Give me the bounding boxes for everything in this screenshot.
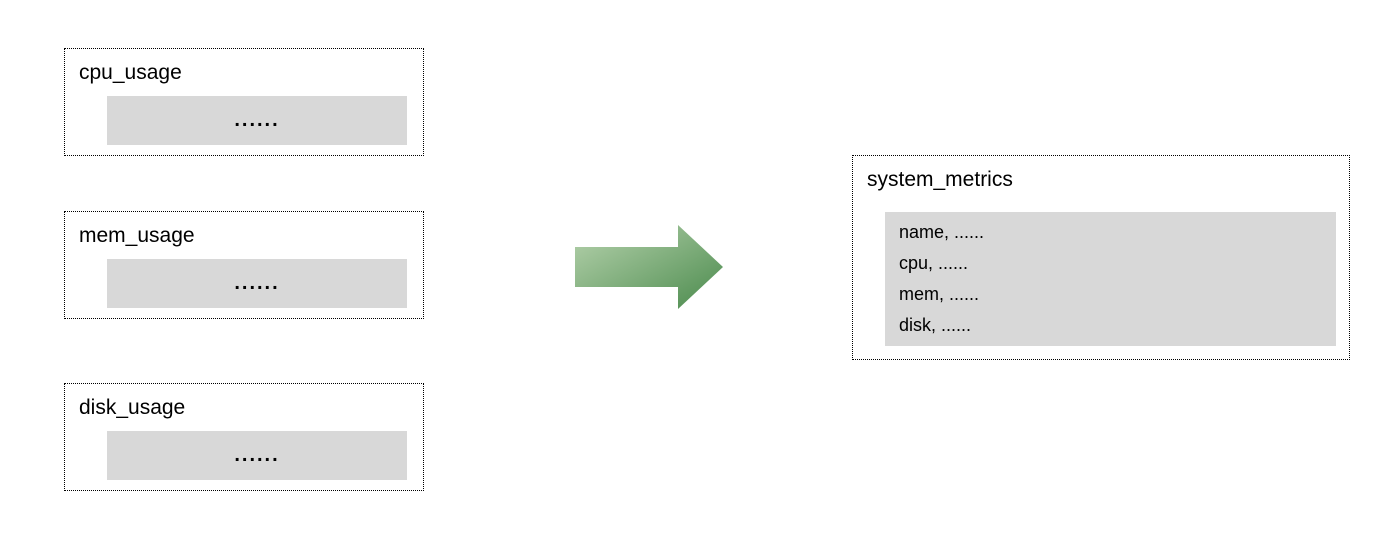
source-box-mem-usage: mem_usage ......	[64, 211, 424, 319]
source-box-title: disk_usage	[79, 396, 186, 419]
placeholder-bar: ......	[107, 259, 407, 308]
result-box-title: system_metrics	[867, 168, 1013, 191]
ellipsis-placeholder: ......	[234, 272, 280, 294]
ellipsis-placeholder: ......	[234, 109, 280, 131]
field-row-disk: disk, ......	[899, 315, 972, 335]
ellipsis-placeholder: ......	[234, 444, 280, 466]
right-arrow-icon	[575, 225, 723, 309]
field-row-cpu: cpu, ......	[899, 253, 969, 273]
field-row-name: name, ......	[899, 222, 985, 242]
source-box-cpu-usage: cpu_usage ......	[64, 48, 424, 156]
result-box-system-metrics: system_metrics name, ...... cpu, ...... …	[852, 155, 1350, 360]
fields-panel: name, ...... cpu, ...... mem, ...... dis…	[885, 212, 1336, 346]
right-arrow-svg	[575, 225, 723, 309]
placeholder-bar: ......	[107, 431, 407, 480]
field-row-mem: mem, ......	[899, 284, 980, 304]
source-box-title: cpu_usage	[79, 61, 182, 84]
right-arrow-shape	[575, 225, 723, 309]
source-box-title: mem_usage	[79, 224, 195, 247]
source-box-disk-usage: disk_usage ......	[64, 383, 424, 491]
placeholder-bar: ......	[107, 96, 407, 145]
